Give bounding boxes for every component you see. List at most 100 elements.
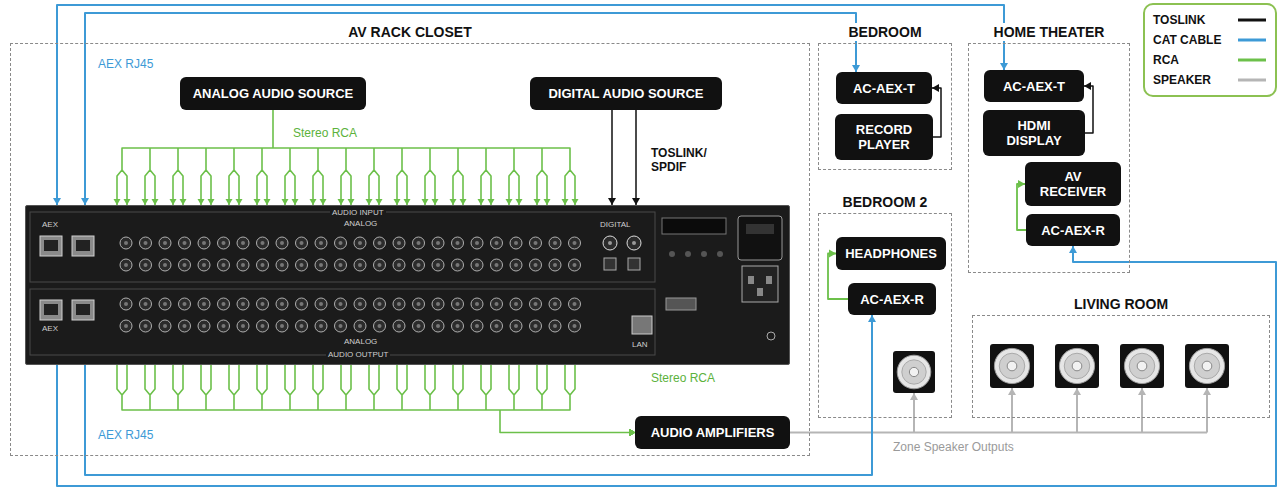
rca-jack-pin [222, 263, 226, 267]
rca-jack-pin [300, 324, 304, 328]
rca-jack-pin [319, 302, 323, 306]
optical-jack [628, 258, 640, 270]
rca-jack-pin [261, 241, 265, 245]
rca-jack-pin [144, 302, 148, 306]
connector [85, 13, 856, 205]
rca-jack [374, 237, 386, 249]
legend-sample [1237, 76, 1267, 84]
rca-jack [315, 298, 327, 310]
rca-jack [471, 320, 483, 332]
rca-jack [491, 237, 503, 249]
rca-jack [452, 237, 464, 249]
rj45-slot [76, 304, 90, 315]
rca-jack [335, 298, 347, 310]
rca-jack-pin [417, 302, 421, 306]
device-box: AC-AEX-T [984, 70, 1084, 102]
speaker-icon [893, 351, 935, 393]
legend-text: RCA [1153, 53, 1179, 67]
rca-jack [140, 298, 152, 310]
rca-jack [276, 320, 288, 332]
lan-port [632, 316, 652, 334]
rca-jack-pin [183, 263, 187, 267]
rca-jack [179, 259, 191, 271]
connector [1084, 86, 1093, 133]
rca-jack [354, 320, 366, 332]
rca-jack-pin [417, 263, 421, 267]
rca-jack [218, 320, 230, 332]
coax-pin [608, 241, 612, 245]
rca-jack-pin [534, 302, 538, 306]
speaker-icon [1120, 344, 1164, 388]
rca-jack-pin [397, 324, 401, 328]
legend-row: SPEAKER [1153, 70, 1267, 90]
arrowhead [1069, 246, 1077, 253]
speaker-cone [1129, 353, 1155, 379]
rca-jack-pin [514, 302, 518, 306]
zone-heading: LIVING ROOM [1070, 295, 1172, 313]
arrowhead [932, 84, 939, 92]
rca-jack-pin [534, 324, 538, 328]
rca-jack-pin [436, 302, 440, 306]
rca-jack-pin [339, 263, 343, 267]
device-label: AC-AEX-R [860, 292, 924, 307]
rca-jack [510, 298, 522, 310]
arrowhead [910, 393, 918, 400]
rca-jack-pin [553, 263, 557, 267]
rj45-slot [76, 240, 90, 251]
device-label: RECORD PLAYER [843, 122, 925, 152]
rca-jack [432, 320, 444, 332]
rca-jack-pin [124, 263, 128, 267]
rca-jack-pin [378, 263, 382, 267]
rca-jack [510, 237, 522, 249]
rca-jack [491, 259, 503, 271]
rca-jack-pin [514, 263, 518, 267]
panel-label: AUDIO INPUT [330, 208, 386, 217]
button [717, 251, 723, 257]
rca-jack-pin [124, 241, 128, 245]
speaker-cone [1194, 353, 1220, 379]
connector-group [81, 13, 860, 205]
rca-jack [549, 237, 561, 249]
speaker-dust-cap [1007, 361, 1017, 371]
zone-heading: BEDROOM 2 [839, 193, 932, 211]
rca-jack [140, 237, 152, 249]
rca-jack [218, 237, 230, 249]
panel-label: LAN [630, 340, 650, 349]
rca-jack-pin [222, 324, 226, 328]
rca-jack [140, 320, 152, 332]
connector-group [608, 110, 640, 205]
arrowhead [829, 250, 836, 258]
device-label: AV RECEIVER [1033, 169, 1113, 199]
connector [117, 110, 575, 205]
rca-jack-pin [222, 241, 226, 245]
speaker-wiring [790, 388, 1211, 433]
rj45-slot [44, 240, 58, 251]
rca-jack-pin [475, 324, 479, 328]
button [701, 251, 707, 257]
rca-jack [530, 237, 542, 249]
rca-jack [335, 320, 347, 332]
rca-jack-pin [261, 263, 265, 267]
rca-jack [218, 298, 230, 310]
optical-jack [604, 258, 616, 270]
device-label: AUDIO AMPLIFIERS [651, 425, 775, 440]
device-box: AV RECEIVER [1025, 162, 1121, 206]
rca-jack [432, 259, 444, 271]
dashed-zone-outline [972, 315, 1270, 418]
rca-jack [549, 298, 561, 310]
rca-jack [413, 298, 425, 310]
arrowhead [632, 198, 640, 205]
rca-jack-pin [397, 302, 401, 306]
zone-area: BEDROOMAC-AEX-TRECORD PLAYER [818, 23, 952, 170]
rca-jack [276, 298, 288, 310]
rca-jack [237, 237, 249, 249]
speaker-icon [1185, 344, 1229, 388]
zone-area: HOME THEATERAC-AEX-THDMI DISPLAYAV RECEI… [968, 23, 1130, 273]
coax-jack [627, 236, 641, 250]
speaker-icon [990, 344, 1034, 388]
power-pin [757, 288, 763, 296]
rca-jack [179, 320, 191, 332]
device-box: AC-AEX-R [848, 283, 936, 315]
rca-jack [315, 320, 327, 332]
connector-label: TOSLINK/ SPDIF [650, 146, 722, 174]
